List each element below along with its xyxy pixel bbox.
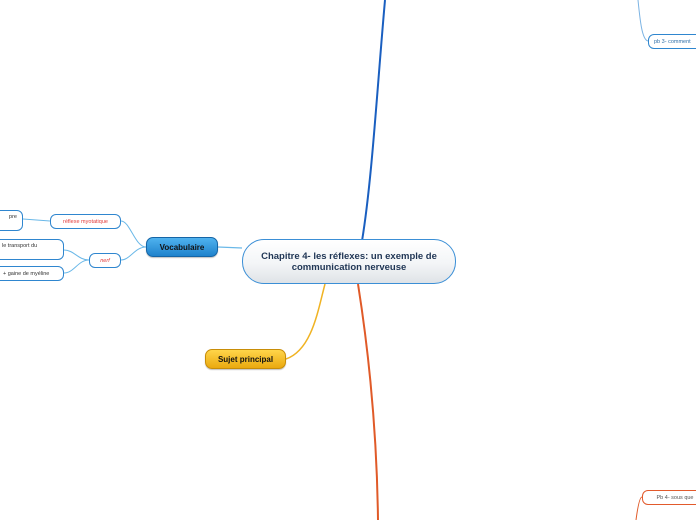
link-nerf-child2	[63, 259, 90, 274]
branch-line-sujet	[285, 283, 326, 360]
leaf-reflexe-detail-label: pre	[9, 213, 17, 220]
branch-line-bottom	[357, 283, 379, 520]
subtopic-nerf-label: nerf	[100, 257, 110, 264]
link-vocab-reflexe	[120, 220, 147, 248]
subtopic-reflexe-myotatique-label: réflexe myotatique	[63, 218, 108, 225]
link-pb3	[637, 0, 649, 42]
central-topic-label: Chapitre 4- les réflexes: un exemple de …	[261, 250, 437, 273]
subtopic-pb3[interactable]: pb 3- comment	[648, 34, 696, 49]
link-reflexe-child	[22, 218, 51, 222]
leaf-nerf-myeline[interactable]: + gaine de myéline	[0, 266, 64, 281]
link-vocab-nerf	[120, 246, 147, 261]
subtopic-pb4-label: Pb 4- sous que	[656, 494, 694, 501]
topic-sujet-principal-label: Sujet principal	[217, 354, 274, 364]
subtopic-pb3-label: pb 3- comment	[654, 38, 691, 45]
leaf-reflexe-detail[interactable]: pre	[0, 210, 23, 231]
leaf-nerf-myeline-label: + gaine de myéline	[3, 270, 50, 277]
topic-vocabulaire-label: Vocabulaire	[159, 242, 205, 252]
leaf-nerf-transport-label: le transport du	[2, 242, 38, 249]
link-nerf-child1	[63, 249, 90, 261]
subtopic-nerf[interactable]: nerf	[89, 253, 121, 268]
link-pb4	[635, 496, 643, 520]
branch-line-top	[361, 0, 386, 242]
central-topic[interactable]: Chapitre 4- les réflexes: un exemple de …	[242, 239, 456, 284]
subtopic-pb4[interactable]: Pb 4- sous que	[642, 490, 696, 505]
topic-vocabulaire[interactable]: Vocabulaire	[146, 237, 218, 257]
subtopic-reflexe-myotatique[interactable]: réflexe myotatique	[50, 214, 121, 229]
topic-sujet-principal[interactable]: Sujet principal	[205, 349, 286, 369]
branch-line-vocab	[217, 246, 243, 249]
leaf-nerf-transport[interactable]: le transport du	[0, 239, 64, 260]
